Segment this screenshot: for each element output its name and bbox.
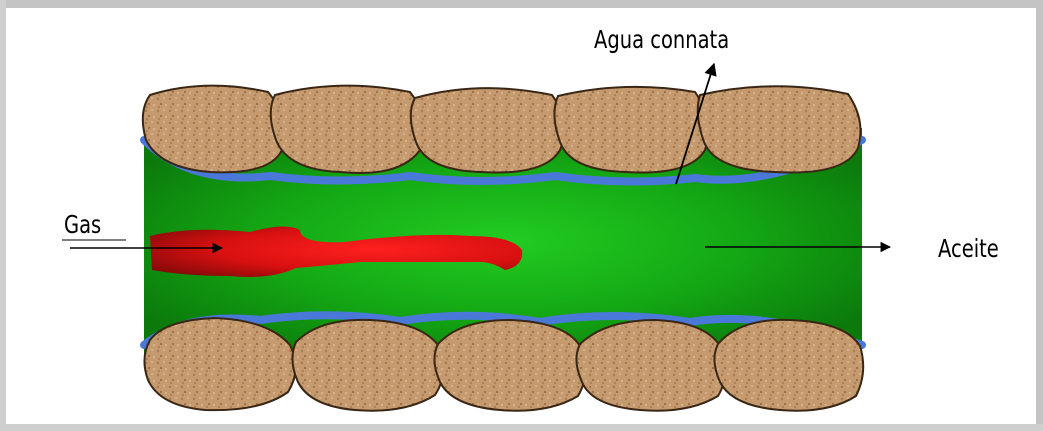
rock-grain (292, 320, 443, 411)
rock-grain (714, 320, 863, 411)
rock-grain (411, 88, 565, 172)
rock-grain (271, 86, 424, 173)
rock-grains-top (143, 86, 861, 173)
oil-label: Aceite (938, 236, 999, 261)
rock-grains-bottom (144, 318, 863, 411)
rock-grain (698, 86, 861, 172)
rock-grain (144, 318, 295, 410)
gas-label: Gas (64, 212, 101, 237)
rock-grain (576, 320, 725, 411)
connate-water-label: Agua connata (594, 27, 729, 52)
rock-grain (554, 87, 708, 173)
rock-grain (143, 86, 284, 173)
rock-grain (434, 320, 585, 411)
